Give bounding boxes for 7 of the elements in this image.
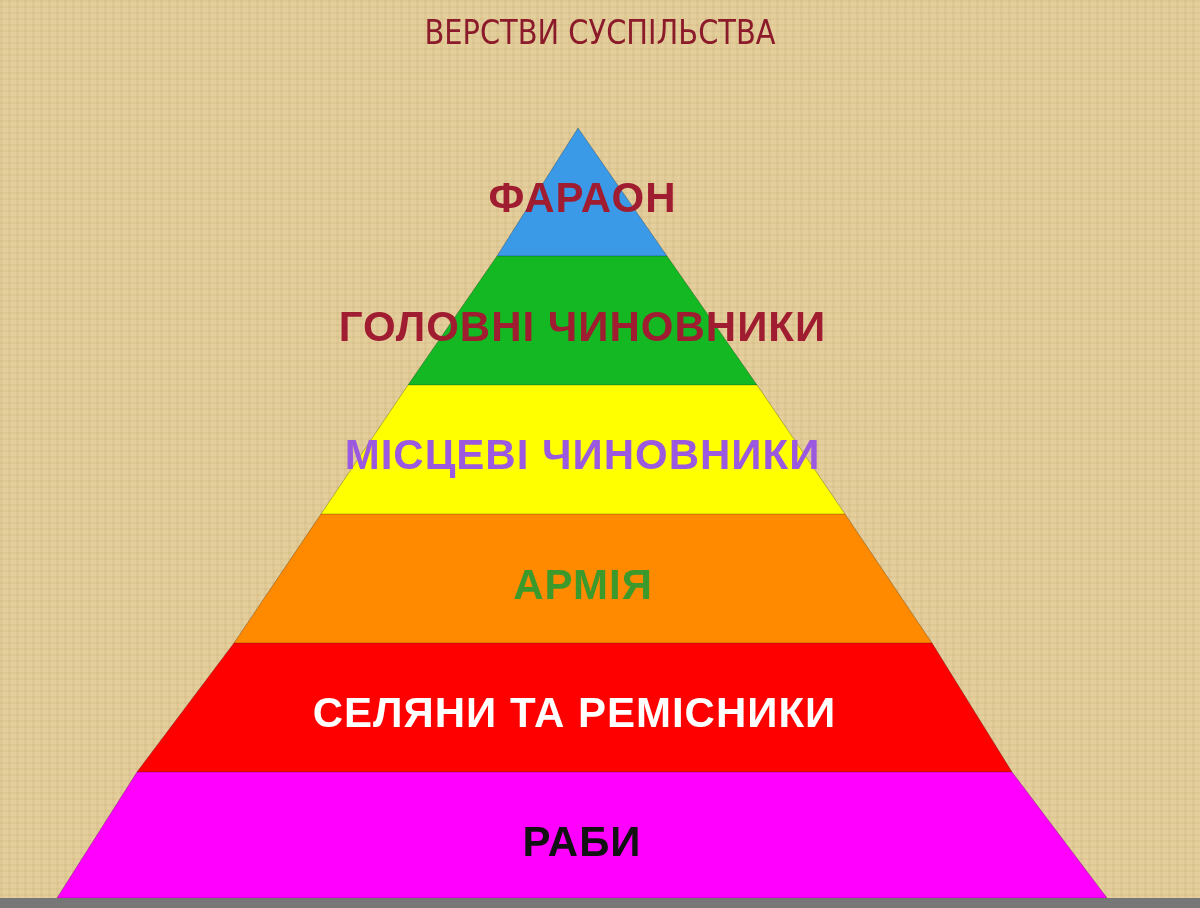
pyramid-tier	[137, 643, 1012, 772]
pyramid-tier	[234, 514, 932, 643]
tier-label: АРМІЯ	[513, 561, 653, 609]
tier-label: РАБИ	[522, 818, 642, 866]
tier-label: СЕЛЯНИ ТА РЕМІСНИКИ	[312, 689, 837, 737]
pyramid-tier	[57, 772, 1107, 898]
diagram-title: ВЕРСТВИ СУСПІЛЬСТВА	[423, 12, 777, 52]
